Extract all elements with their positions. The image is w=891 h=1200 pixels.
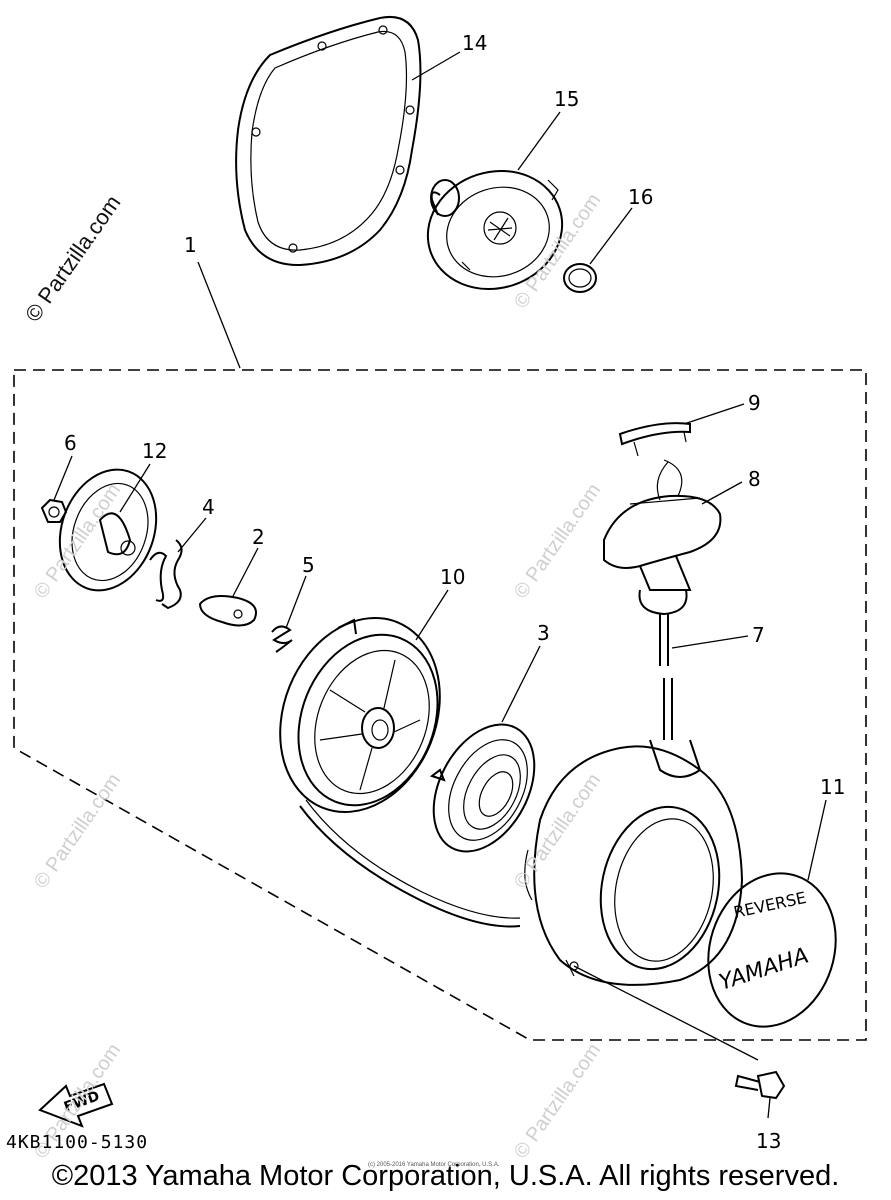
callout-10: 10 <box>440 565 465 589</box>
callout-6: 6 <box>64 431 77 455</box>
callout-1: 1 <box>184 233 197 257</box>
assembly-boundary <box>13 369 867 1041</box>
emblem-reverse-text: REVERSE <box>732 888 808 922</box>
spiral-spring-3 <box>429 723 536 853</box>
handle-cap-9 <box>618 422 691 457</box>
callout-12: 12 <box>142 439 167 463</box>
o-ring-16 <box>563 263 597 293</box>
callout-5: 5 <box>302 553 315 577</box>
callout-14: 14 <box>462 31 487 55</box>
emblem-brand-text: YAMAHA <box>716 943 812 995</box>
callout-7: 7 <box>752 623 765 647</box>
callout-2: 2 <box>252 525 265 549</box>
emblem-11: REVERSE YAMAHA <box>707 872 837 1028</box>
rope-7 <box>299 614 673 928</box>
tiny-copyright: (c) 2005-2016 Yamaha Motor Corporation, … <box>368 1162 500 1168</box>
callout-3: 3 <box>537 621 550 645</box>
starter-handle-8 <box>603 459 722 616</box>
spring-clip-4 <box>149 539 183 610</box>
starter-housing <box>524 739 744 986</box>
callout-labels: 1 2 3 4 5 6 7 8 9 10 11 12 13 14 15 16 <box>64 31 845 1153</box>
callout-16: 16 <box>628 185 653 209</box>
gasket-14 <box>235 16 422 267</box>
drive-pulley-15 <box>426 169 564 291</box>
leader-lines <box>53 51 827 1119</box>
callout-11: 11 <box>820 775 845 799</box>
callout-13: 13 <box>756 1129 781 1153</box>
callout-15: 15 <box>554 87 579 111</box>
copyright-notice: ©2013 Yamaha Motor Corporation, U.S.A. A… <box>51 1160 840 1192</box>
callout-8: 8 <box>748 467 761 491</box>
part-code: 4KB1100-5130 <box>6 1132 149 1153</box>
friction-plate-12 <box>58 468 158 592</box>
bolt-13 <box>734 1070 786 1100</box>
spring-5 <box>271 625 293 653</box>
callout-9: 9 <box>748 391 761 415</box>
reel-10 <box>279 617 441 813</box>
callout-4: 4 <box>202 495 215 519</box>
ratchet-pawl-2 <box>198 595 257 627</box>
